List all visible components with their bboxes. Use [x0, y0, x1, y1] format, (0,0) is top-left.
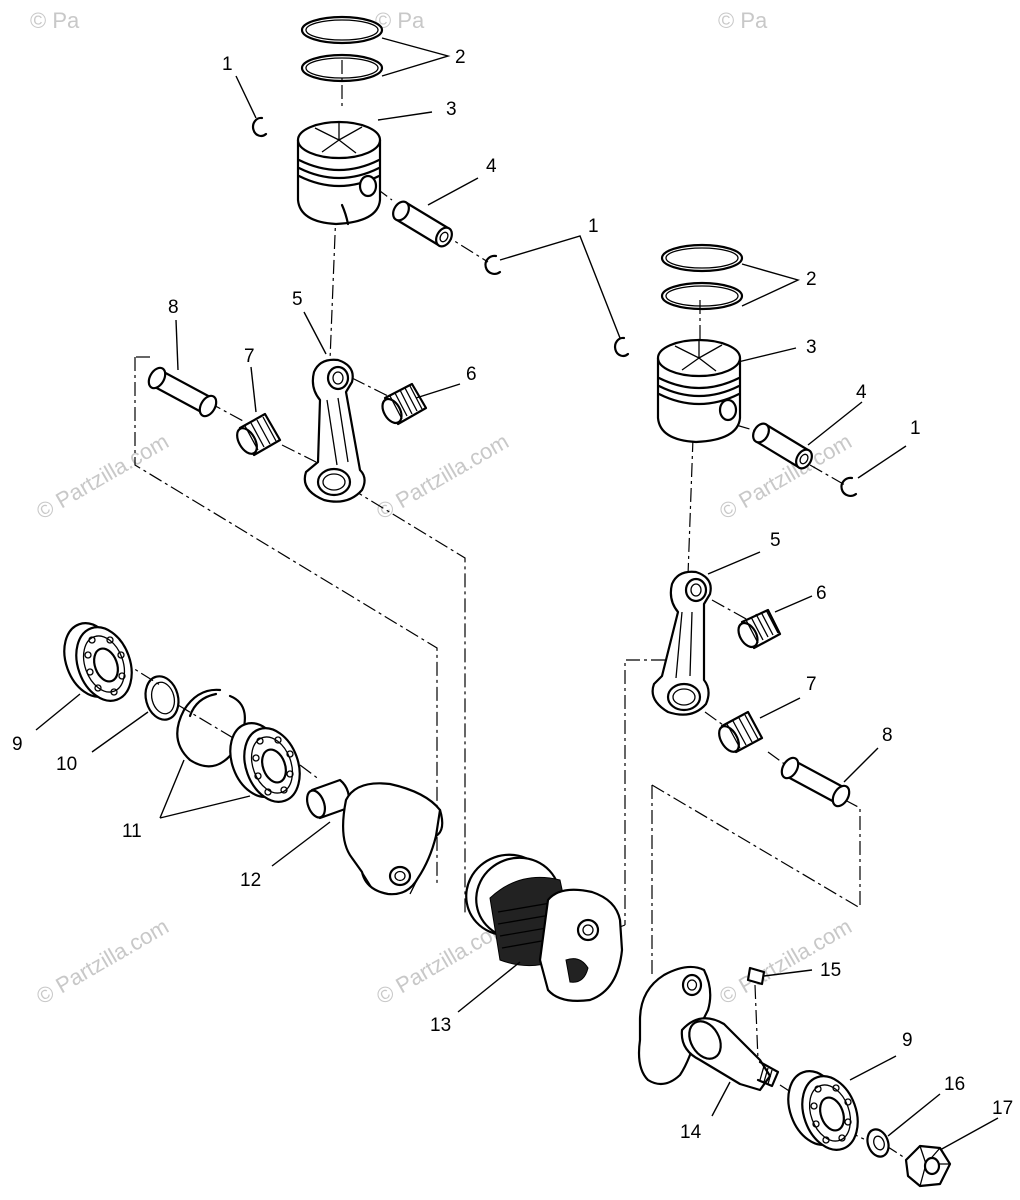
- callout-13: 13: [430, 1015, 451, 1036]
- watermark-top-right: © Pa: [718, 8, 768, 33]
- callout-9-right: 9: [902, 1030, 913, 1051]
- callout-9-left: 9: [12, 734, 23, 755]
- left-wrist-pin: [392, 200, 453, 248]
- left-conrod: [303, 358, 366, 503]
- callout-1-middle: 1: [588, 216, 599, 237]
- callout-6-right: 6: [816, 583, 827, 604]
- assembly-lines: [119, 60, 906, 1159]
- callout-1-top: 1: [222, 54, 233, 75]
- left-shim-washer: [144, 675, 180, 721]
- right-conrod: [651, 570, 712, 716]
- callout-7-right: 7: [806, 674, 817, 695]
- right-piston-rings: [660, 243, 744, 311]
- callout-2-right: 2: [806, 269, 817, 290]
- right-piston: [656, 338, 742, 444]
- callout-10: 10: [56, 754, 77, 775]
- watermark-top-mid: © Pa: [375, 8, 425, 33]
- woodruff-key: [746, 966, 766, 986]
- watermarks: © Pa © Pa © Pa © Partzilla.com © Partzil…: [30, 8, 856, 1009]
- left-small-end-bearing: [381, 382, 428, 426]
- callout-4-right: 4: [856, 382, 867, 403]
- right-circlip-left: [613, 336, 630, 357]
- callout-2-left: 2: [455, 47, 466, 68]
- callout-4-left: 4: [486, 156, 497, 177]
- callout-11: 11: [122, 821, 142, 842]
- right-circlip-right: [840, 476, 858, 497]
- right-crank-half: [637, 965, 780, 1092]
- callout-3-left: 3: [446, 99, 457, 120]
- callout-15: 15: [820, 960, 841, 981]
- callout-8-right: 8: [882, 725, 893, 746]
- callout-3-right: 3: [806, 337, 817, 358]
- watermark-top-left: © Pa: [30, 8, 80, 33]
- left-circlip-pin: [484, 254, 502, 275]
- right-outer-bearing: [787, 1070, 859, 1151]
- callout-6-left: 6: [466, 364, 477, 385]
- callout-7-left: 7: [244, 346, 255, 367]
- callout-5-left: 5: [292, 289, 303, 310]
- hex-nut: [904, 1144, 952, 1188]
- watermark-left-mid: © Partzilla.com: [32, 429, 173, 525]
- left-piston: [296, 120, 382, 226]
- left-circlip-top: [251, 116, 268, 137]
- callout-1-right: 1: [910, 418, 921, 439]
- left-outer-bearing: [63, 622, 133, 702]
- callout-12: 12: [240, 870, 261, 891]
- left-spacer-sleeve: [147, 366, 218, 418]
- left-inner-bearing: [229, 722, 301, 803]
- center-crankshaft: [465, 853, 624, 1002]
- callout-17: 17: [992, 1098, 1013, 1119]
- callout-labels: 1 2 3 4 1 5 6 7 8 2 3 4 1 5 6 7 8 9 10 1…: [12, 47, 1013, 1143]
- right-big-end-bearing: [718, 710, 764, 754]
- washer: [866, 1128, 890, 1158]
- watermark-left-bottom: © Partzilla.com: [32, 914, 173, 1010]
- right-small-end-bearing: [737, 608, 782, 650]
- right-wrist-pin: [752, 422, 813, 470]
- leader-lines: [35, 37, 999, 1151]
- callout-14: 14: [680, 1122, 702, 1143]
- right-spacer-sleeve: [780, 756, 851, 808]
- watermark-center-mid: © Partzilla.com: [372, 429, 513, 525]
- callout-8-left: 8: [168, 297, 179, 318]
- callout-5-right: 5: [770, 530, 781, 551]
- callout-16: 16: [944, 1074, 965, 1095]
- left-crank-half: [305, 778, 444, 896]
- left-big-end-bearing: [236, 412, 282, 457]
- left-piston-rings: [300, 15, 384, 83]
